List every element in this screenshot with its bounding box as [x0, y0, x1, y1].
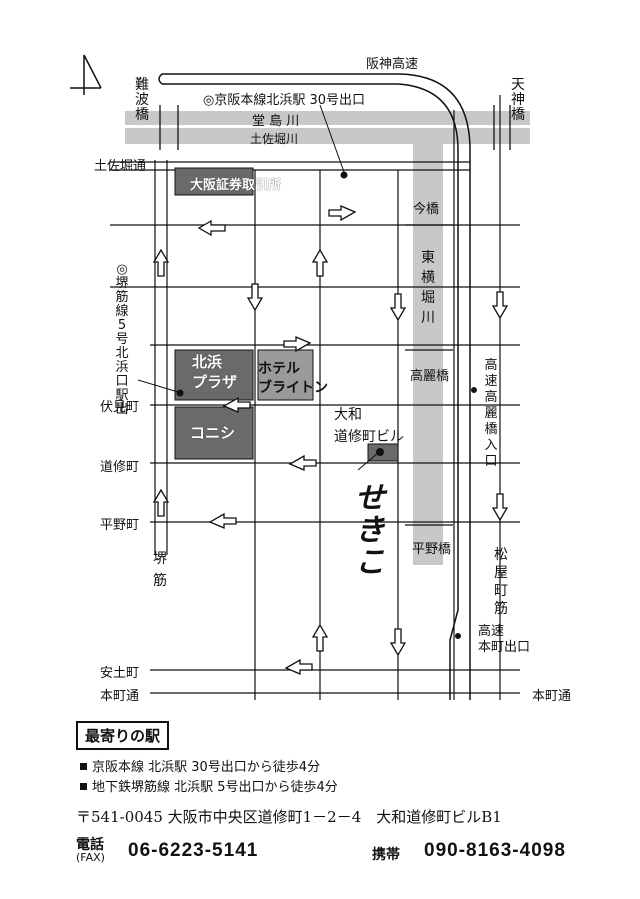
highway-label: 阪神高速	[366, 57, 419, 72]
sakaisuji-street-label: 堺 筋	[153, 551, 167, 589]
hirano-street-label: 平野町	[100, 518, 140, 533]
matsuyamachi-street-label: 松 屋 町 筋	[494, 547, 508, 617]
honmachi-left-label: 本町通	[100, 689, 140, 704]
fax-label: (FAX)	[76, 851, 105, 864]
sakaisuji-station-label: ◎ 堺 筋 線 5 号 北 浜 口 駅 出	[115, 262, 129, 417]
one-way-arrows	[152, 205, 509, 675]
route-sakaisuji-text: 地下鉄堺筋線 北浜駅 5号出口から徒歩4分	[92, 780, 338, 795]
exchange-building	[174, 167, 254, 196]
buildings	[174, 167, 399, 462]
naniwa-bridge-label: 難 波 橋	[135, 77, 149, 123]
yamato-building-label: 大和 道修町ビル	[334, 407, 404, 445]
konishi-label: コニシ	[190, 424, 236, 442]
hanshin-expressway	[158, 73, 471, 700]
bridge-marks	[159, 105, 511, 526]
route-keihan-text: 京阪本線 北浜駅 30号出口から徒歩4分	[92, 760, 321, 775]
route-sakaisuji: 地下鉄堺筋線 北浜駅 5号出口から徒歩4分	[80, 776, 338, 795]
rivers	[125, 111, 530, 565]
mobile-label: 携帯	[372, 847, 400, 863]
hiranobashi-label: 平野橋	[412, 542, 452, 557]
azuchi-street-label: 安土町	[100, 666, 140, 681]
address: 〒541-0045 大阪市中央区道修町1－2－4 大和道修町ビルB1	[76, 808, 502, 826]
fushimi-street-label: 伏見町	[100, 400, 140, 415]
plaza-label: 北浜 プラザ	[192, 353, 238, 391]
shop-logo: せきこ	[355, 481, 385, 580]
phone-label: 電話	[76, 837, 104, 853]
imabashi-label: 今橋	[413, 202, 440, 217]
exchange-label: 大阪証券取引所	[190, 178, 282, 193]
tosabori-river-label: 土佐堀川	[250, 132, 299, 146]
nearest-station-title: 最寄りの駅	[76, 721, 170, 750]
tosabori-dori-label: 土佐堀通	[94, 159, 147, 174]
keihan-station-label: ◎京阪本線北浜駅 30号出口	[203, 93, 366, 108]
honmachi-right-label: 本町通	[532, 689, 572, 704]
route-keihan: 京阪本線 北浜駅 30号出口から徒歩4分	[80, 756, 320, 775]
area-map	[70, 54, 530, 700]
konishi-building	[174, 406, 254, 460]
highway-entrance-label: 高 速 高 麗 橋 入 口	[484, 358, 498, 469]
higashi-yokobori-label: 東 横 堀 川	[421, 250, 435, 326]
north-arrow-icon	[70, 54, 102, 95]
station-markers	[137, 104, 477, 639]
dojima-river-label: 堂 島 川	[252, 114, 300, 129]
phone-number[interactable]: 06-6223-5141	[128, 840, 259, 861]
doshu-street-label: 道修町	[100, 460, 140, 475]
hotel-building	[257, 349, 314, 401]
plaza-building	[174, 349, 254, 401]
tenjin-bridge-label: 天 神 橋	[511, 77, 525, 123]
street-grid	[110, 95, 520, 700]
highway-exit-label: 高速 本町出口	[478, 624, 531, 655]
hotel-label: ホテル ブライトン	[258, 361, 328, 396]
koraibashi-label: 高麗橋	[410, 369, 450, 384]
mobile-number[interactable]: 090-8163-4098	[424, 840, 566, 861]
